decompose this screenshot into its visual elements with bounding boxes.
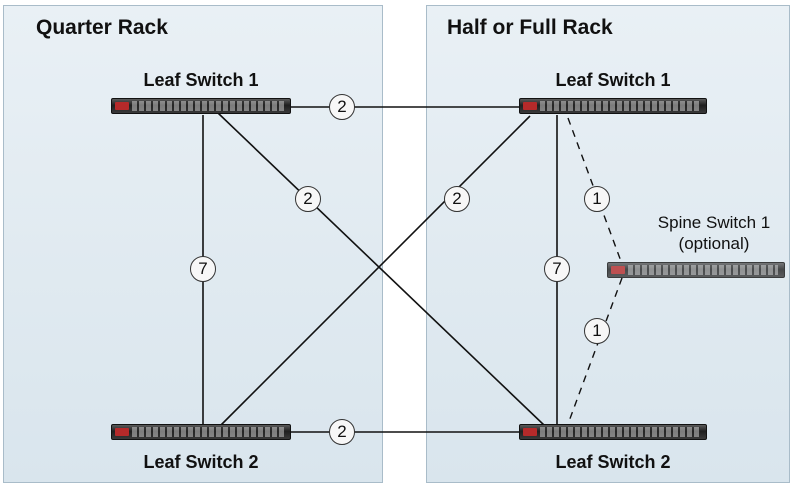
- switch-ports: [132, 427, 284, 437]
- half-full-rack-panel: Half or Full Rack: [426, 5, 790, 483]
- link-count-bottom-horizontal: 2: [329, 419, 355, 445]
- link-right-cross: [219, 115, 531, 427]
- right-leaf-switch-2-label: Leaf Switch 2: [555, 452, 671, 472]
- switch-logo-icon: [523, 428, 537, 436]
- switch-ports: [540, 427, 700, 437]
- switch-ports: [628, 265, 778, 275]
- spine-switch-label: Spine Switch 1 (optional): [658, 212, 770, 254]
- spine-switch-optional: (optional): [678, 234, 750, 253]
- right-leaf-switch-1: [519, 98, 707, 114]
- link-left-cross: [217, 112, 546, 427]
- link-count-top-horizontal: 2: [329, 94, 355, 120]
- link-count-right-cross: 2: [444, 186, 470, 212]
- link-spine-lower: [567, 277, 623, 425]
- quarter-rack-title: Quarter Rack: [36, 16, 168, 39]
- left-leaf-switch-1: [111, 98, 291, 114]
- link-count-left-cross: 2: [295, 186, 321, 212]
- switch-logo-icon: [523, 102, 537, 110]
- switch-ports: [540, 101, 700, 111]
- left-leaf-switch-2-label: Leaf Switch 2: [143, 452, 259, 472]
- switch-logo-icon: [115, 102, 129, 110]
- switch-logo-icon: [611, 266, 625, 274]
- half-full-rack-title: Half or Full Rack: [447, 16, 613, 39]
- quarter-rack-panel: Quarter Rack: [3, 5, 383, 483]
- left-leaf-switch-2: [111, 424, 291, 440]
- link-count-right-vertical: 7: [544, 256, 570, 282]
- switch-ports: [132, 101, 284, 111]
- link-count-left-vertical: 7: [190, 256, 216, 282]
- left-leaf-switch-1-label: Leaf Switch 1: [143, 70, 259, 90]
- spine-switch-1: [607, 262, 785, 278]
- switch-logo-icon: [115, 428, 129, 436]
- right-leaf-switch-1-label: Leaf Switch 1: [555, 70, 671, 90]
- right-leaf-switch-2: [519, 424, 707, 440]
- link-count-spine-upper: 1: [584, 186, 610, 212]
- link-count-spine-lower: 1: [584, 318, 610, 344]
- spine-switch-name: Spine Switch 1: [657, 213, 771, 232]
